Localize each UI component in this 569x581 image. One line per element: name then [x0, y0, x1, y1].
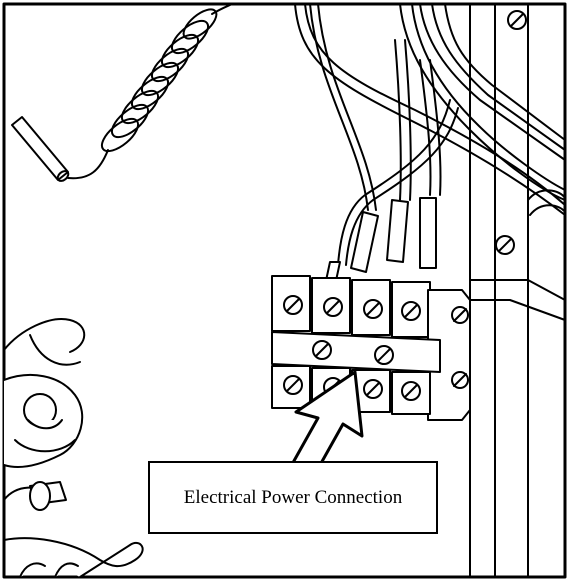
terminal-block-upper [271, 275, 431, 338]
coiled-probe-wire [11, 3, 233, 182]
component-assembly-left [3, 318, 144, 578]
wire-bundle [294, 3, 566, 266]
jumper-bar [271, 331, 441, 373]
callout-label: Electrical Power Connection [183, 486, 403, 508]
wire-sleeves [323, 197, 437, 291]
terminal-end-plate [427, 289, 471, 421]
callout-label-box: Electrical Power Connection [148, 461, 438, 534]
